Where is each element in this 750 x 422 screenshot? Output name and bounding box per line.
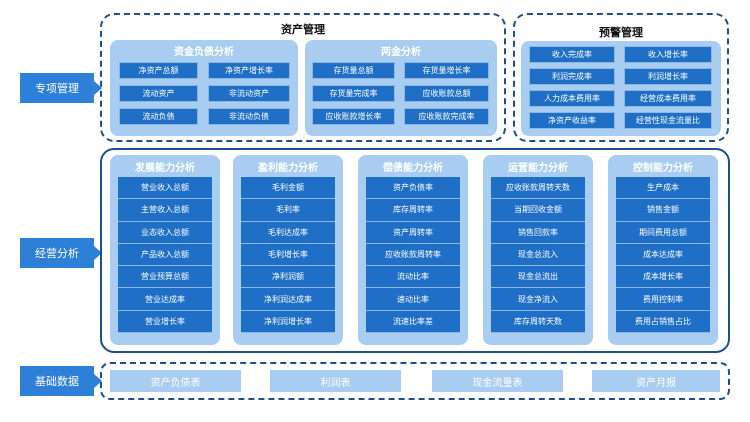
arrow-right-icon xyxy=(94,81,102,95)
metric-cell: 毛利率 xyxy=(241,199,335,222)
arrow-right-icon xyxy=(94,246,102,260)
metric-cell: 毛利金额 xyxy=(241,177,335,200)
metric-cell: 净利润额 xyxy=(241,266,335,289)
metric-cell: 营业达成率 xyxy=(118,288,212,311)
warning-cell: 利润完成率 xyxy=(529,68,615,85)
metric-cell: 期间费用总额 xyxy=(616,221,710,244)
metric-cell: 现金总流出 xyxy=(491,266,585,289)
metric-cell: 库存周转率 xyxy=(366,199,460,222)
base-item-asset-monthly-report: 资产月报 xyxy=(592,370,720,392)
column-cells: 应收账款周转天数 当期回收金额 销售回款率 现金总流入 现金总流出 现金净流入 … xyxy=(491,177,585,334)
base-item-cash-flow-statement: 现金流量表 xyxy=(432,370,563,392)
metric-cell: 营业收入总额 xyxy=(118,177,212,200)
metric-cell: 营业预算总额 xyxy=(118,266,212,289)
metric-cell: 资产周转率 xyxy=(366,221,460,244)
side-label-special-management: 专项管理 xyxy=(20,73,94,103)
two-funds-cell: 存货量完成率 xyxy=(312,85,395,102)
metric-cell: 净利润达成率 xyxy=(241,288,335,311)
metric-cell: 现金净流入 xyxy=(491,288,585,311)
metric-cell: 成本增长率 xyxy=(616,266,710,289)
column-title: 运营能力分析 xyxy=(508,163,568,174)
solvency-panel: 偿债能力分析 资产负债率 库存周转率 资产周转率 应收账款周转率 流动比率 速动… xyxy=(358,155,468,345)
metric-cell: 速动比率 xyxy=(366,288,460,311)
metric-cell: 流动比率 xyxy=(366,266,460,289)
asset-management-title: 资产管理 xyxy=(281,23,325,36)
warning-cell: 收入增长率 xyxy=(624,46,712,63)
two-funds-cell: 应收账款增长率 xyxy=(312,108,395,125)
metric-cell: 产品收入总额 xyxy=(118,243,212,267)
two-funds-cell: 存货量增长率 xyxy=(404,62,489,79)
base-item-balance-sheet: 资产负债表 xyxy=(110,370,241,392)
column-cells: 毛利金额 毛利率 毛利达成率 毛利增长率 净利润额 净利润达成率 净利润增长率 xyxy=(241,177,335,334)
metric-cell: 成本达成率 xyxy=(616,243,710,267)
control-ability-panel: 控制能力分析 生产成本 销售金额 期间费用总额 成本达成率 成本增长率 费用控制… xyxy=(608,155,718,345)
profitability-panel: 盈利能力分析 毛利金额 毛利率 毛利达成率 毛利增长率 净利润额 净利润达成率 … xyxy=(233,155,343,345)
balance-cell: 非流动负债 xyxy=(208,108,290,125)
metric-cell: 营业增长率 xyxy=(118,310,212,334)
warning-panel: 收入完成率 收入增长率 利润完成率 利润增长率 人力成本费用率 经营成本费用率 … xyxy=(521,41,721,136)
warning-cell: 净资产收益率 xyxy=(529,112,615,129)
metric-cell: 流速比率差 xyxy=(366,310,460,334)
metric-cell: 业态收入总额 xyxy=(118,221,212,244)
balance-cell: 流动负债 xyxy=(119,108,198,125)
two-funds-cell: 应收账款完成率 xyxy=(404,108,489,125)
arrow-right-icon xyxy=(94,374,102,388)
two-funds-analysis-panel: 两金分析 存货量总额 存货量增长率 存货量完成率 应收账款总额 应收账款增长率 … xyxy=(305,40,497,136)
metric-cell: 现金总流入 xyxy=(491,243,585,267)
metric-cell: 生产成本 xyxy=(616,177,710,200)
column-cells: 资产负债率 库存周转率 资产周转率 应收账款周转率 流动比率 速动比率 流速比率… xyxy=(366,177,460,334)
side-label-base-data: 基础数据 xyxy=(20,366,94,396)
metric-cell: 净利润增长率 xyxy=(241,310,335,334)
column-cells: 营业收入总额 主营收入总额 业态收入总额 产品收入总额 营业预算总额 营业达成率… xyxy=(118,177,212,334)
balance-cell: 流动资产 xyxy=(119,85,198,102)
base-data-box xyxy=(100,362,730,400)
metric-cell: 主营收入总额 xyxy=(118,199,212,222)
balance-cell: 净资产总额 xyxy=(119,62,198,79)
warning-management-title: 预警管理 xyxy=(599,26,643,39)
metric-cell: 应收账款周转天数 xyxy=(491,177,585,200)
metric-cell: 库存周转天数 xyxy=(491,310,585,334)
development-ability-panel: 发展能力分析 营业收入总额 主营收入总额 业态收入总额 产品收入总额 营业预算总… xyxy=(110,155,220,345)
metric-cell: 当期回收金额 xyxy=(491,199,585,222)
warning-management-box: 预警管理 收入完成率 收入增长率 利润完成率 利润增长率 人力成本费用率 经营成… xyxy=(513,13,729,142)
balance-analysis-panel: 资金负债分析 净资产总额 净资产增长率 流动资产 非流动资产 流动负债 非流动负… xyxy=(110,40,298,136)
warning-cell: 利润增长率 xyxy=(624,68,712,85)
metric-cell: 应收账款周转率 xyxy=(366,243,460,267)
warning-cell: 收入完成率 xyxy=(529,46,615,63)
metric-cell: 销售回款率 xyxy=(491,221,585,244)
two-funds-cell: 应收账款总额 xyxy=(404,85,489,102)
metric-cell: 费用控制率 xyxy=(616,288,710,311)
balance-cell: 非流动资产 xyxy=(208,85,290,102)
column-title: 发展能力分析 xyxy=(135,163,195,174)
warning-cell: 经营性现金流量比 xyxy=(624,112,712,129)
column-cells: 生产成本 销售金额 期间费用总额 成本达成率 成本增长率 费用控制率 费用占销售… xyxy=(616,177,710,334)
operation-analysis-box xyxy=(100,148,730,353)
column-title: 偿债能力分析 xyxy=(383,163,443,174)
two-funds-analysis-title: 两金分析 xyxy=(381,47,421,58)
two-funds-cell: 存货量总额 xyxy=(312,62,395,79)
asset-management-box: 资产管理 资金负债分析 净资产总额 净资产增长率 流动资产 非流动资产 流动负债… xyxy=(100,13,506,142)
metric-cell: 资产负债率 xyxy=(366,177,460,200)
column-title: 控制能力分析 xyxy=(633,163,693,174)
metric-cell: 毛利增长率 xyxy=(241,243,335,267)
side-label-operation-analysis: 经营分析 xyxy=(20,238,94,268)
base-item-income-statement: 利润表 xyxy=(270,370,401,392)
warning-cell: 人力成本费用率 xyxy=(529,90,615,107)
metric-cell: 毛利达成率 xyxy=(241,221,335,244)
metric-cell: 费用占销售占比 xyxy=(616,310,710,334)
balance-cell: 净资产增长率 xyxy=(208,62,290,79)
operating-ability-panel: 运营能力分析 应收账款周转天数 当期回收金额 销售回款率 现金总流入 现金总流出… xyxy=(483,155,593,345)
warning-cell: 经营成本费用率 xyxy=(624,90,712,107)
metric-cell: 销售金额 xyxy=(616,199,710,222)
column-title: 盈利能力分析 xyxy=(258,163,318,174)
balance-analysis-title: 资金负债分析 xyxy=(174,47,234,58)
